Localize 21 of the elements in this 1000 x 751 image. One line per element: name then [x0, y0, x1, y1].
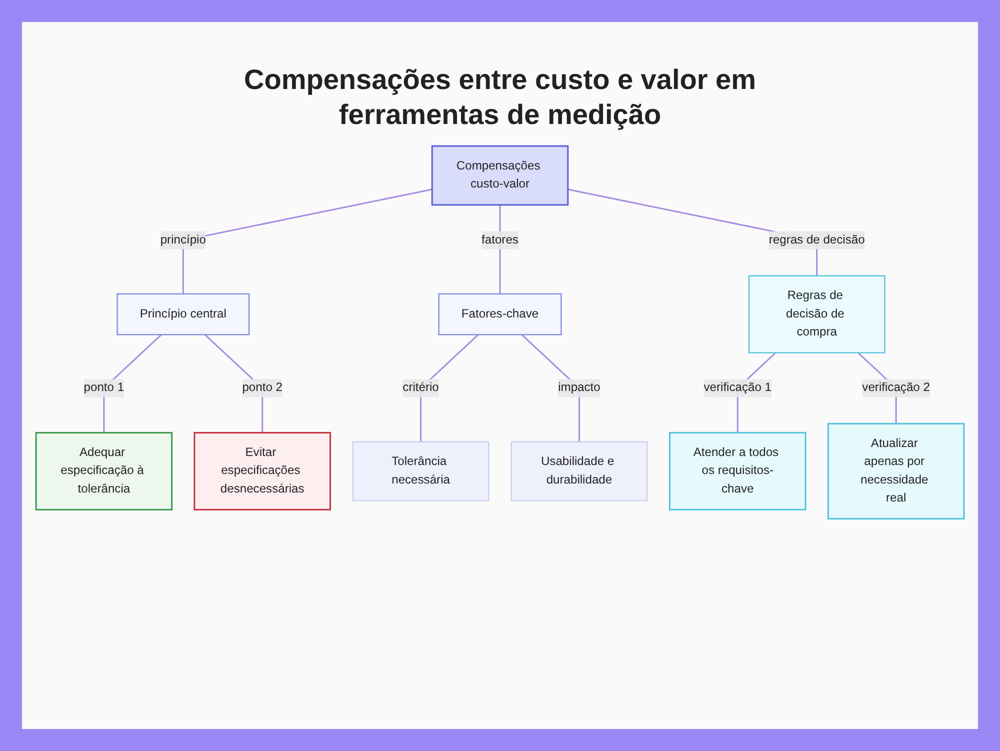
node-box: Adequar especificação à tolerância [35, 432, 173, 510]
edge-label: ponto 2 [242, 381, 282, 394]
node-box: Fatores-chave [438, 293, 562, 336]
connector [182, 188, 432, 294]
node-box: Atender a todos os requisitos-chave [669, 432, 806, 510]
edge-label: critério [402, 381, 439, 394]
node-box: Regras de decisão de compra [748, 275, 886, 354]
node-box: Usabilidade e durabilidade [510, 441, 648, 502]
edge-label: ponto 1 [84, 381, 124, 394]
edge-label: verificação 1 [704, 381, 772, 394]
edge-label: verificação 2 [862, 381, 930, 394]
edge-label: princípio [160, 234, 206, 246]
node-box: Princípio central [116, 293, 250, 336]
node-box: Compensações custo-valor [431, 145, 569, 206]
node-box: Tolerância necessária [352, 441, 490, 502]
edge-label: regras de decisão [768, 234, 865, 246]
node-box: Evitar especificações desnecessárias [194, 432, 331, 510]
edge-label: fatores [482, 234, 518, 246]
title: Compensações entre custo e valor em ferramentas de medição [243, 63, 757, 132]
edge-label: impacto [558, 381, 600, 394]
node-box: Atualizar apenas por necessidade real [827, 422, 965, 520]
